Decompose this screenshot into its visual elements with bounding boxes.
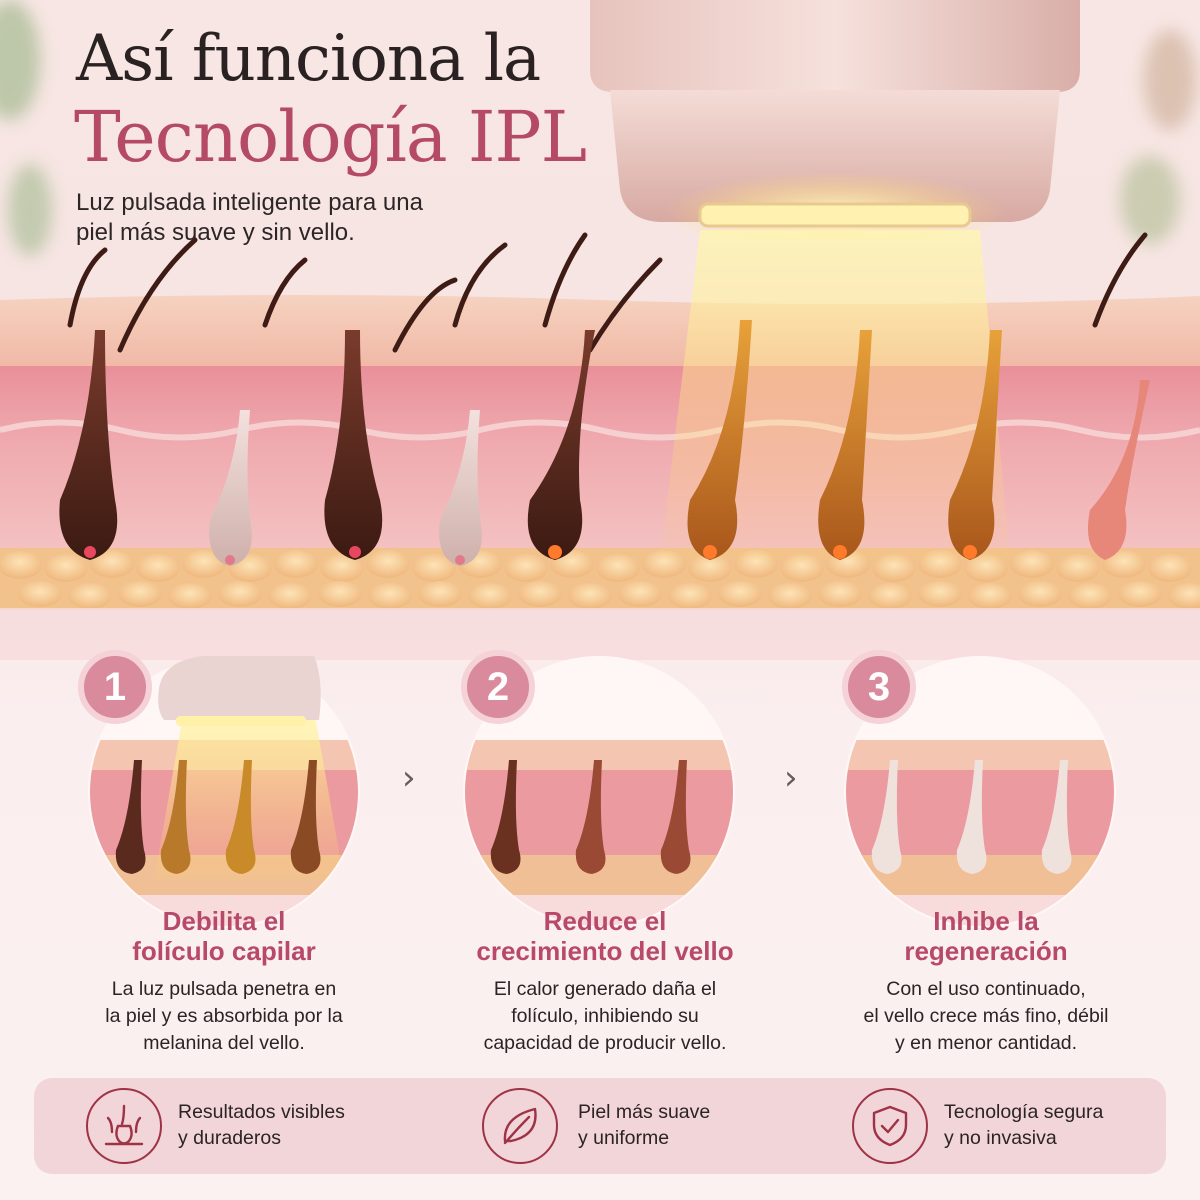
- skin-cross-section-illustration: [0, 230, 1200, 660]
- step-3-number-badge: 3: [842, 650, 916, 724]
- step-1: 1 Debilita el folículo capilar La luz pu…: [74, 640, 374, 1110]
- feature-2-icon-wrap: [482, 1088, 558, 1164]
- feature-1-line1: Resultados visibles: [178, 1101, 345, 1123]
- features-bar: Resultados visibles y duraderos Piel más…: [34, 1078, 1166, 1174]
- step-1-desc-line1: La luz pulsada penetra en: [111, 978, 337, 1000]
- feature-3-line2: y no invasiva: [944, 1127, 1057, 1149]
- step-2-title-line2: crecimiento del vello: [476, 936, 734, 966]
- step-2-desc-line1: El calor generado daña el: [493, 978, 717, 1000]
- step-3-desc-line1: Con el uso continuado,: [886, 978, 1086, 1000]
- step-3-title: Inhibe la regeneración: [826, 906, 1146, 966]
- step-3-title-line1: Inhibe la: [933, 906, 1039, 936]
- step-2-number-badge: 2: [461, 650, 535, 724]
- ipl-device-illustration: [590, 0, 1080, 240]
- step-1-number-badge: 1: [78, 650, 152, 724]
- step-2-title-line1: Reduce el: [543, 906, 667, 936]
- step-arrow-2: ›: [784, 758, 798, 798]
- step-1-illustration: [88, 656, 360, 928]
- step-2: 2 Reduce el crecimiento del vello El cal…: [455, 640, 755, 1110]
- feature-3-line1: Tecnología segura: [944, 1101, 1104, 1123]
- step-2-desc-line2: folículo, inhibiendo su: [511, 1005, 699, 1027]
- page-title-line1: Así funciona la: [76, 22, 541, 96]
- step-2-desc-line3: capacidad de producir vello.: [483, 1032, 727, 1054]
- step-2-title: Reduce el crecimiento del vello: [445, 906, 765, 966]
- shield-check-icon: [872, 1105, 908, 1147]
- feature-1-icon-wrap: [86, 1088, 162, 1164]
- step-3-description: Con el uso continuado, el vello crece má…: [826, 976, 1146, 1057]
- step-3-desc-line3: y en menor cantidad.: [894, 1032, 1078, 1054]
- subtitle-line1: Luz pulsada inteligente para una: [76, 189, 423, 216]
- feature-2-line1: Piel más suave: [578, 1101, 711, 1123]
- feature-2-text: Piel más suave y uniforme: [578, 1099, 710, 1151]
- background-decoration: [0, 0, 1196, 256]
- step-2-description: El calor generado daña el folículo, inhi…: [445, 976, 765, 1057]
- page-title-line2: Tecnología IPL: [74, 96, 587, 178]
- feature-1-text: Resultados visibles y duraderos: [178, 1099, 345, 1151]
- step-1-title-line2: folículo capilar: [132, 936, 316, 966]
- step-2-illustration: [463, 656, 735, 928]
- step-1-description: La luz pulsada penetra en la piel y es a…: [64, 976, 384, 1057]
- step-1-title: Debilita el folículo capilar: [64, 906, 384, 966]
- step-3-title-line2: regeneración: [904, 936, 1068, 966]
- feature-3-icon-wrap: [852, 1088, 928, 1164]
- step-1-title-line1: Debilita el: [162, 906, 286, 936]
- leaf-icon: [503, 1107, 537, 1145]
- step-1-desc-line3: melanina del vello.: [143, 1032, 305, 1054]
- step-3-desc-line2: el vello crece más fino, débil: [863, 1005, 1109, 1027]
- step-3: 3 Inhibe la regeneración Con el uso cont…: [836, 640, 1136, 1110]
- page-subtitle: Luz pulsada inteligente para una piel má…: [76, 188, 516, 248]
- step-arrow-1: ›: [402, 758, 416, 798]
- feature-3-text: Tecnología segura y no invasiva: [944, 1099, 1103, 1151]
- step-3-illustration: [844, 656, 1116, 928]
- subtitle-line2: piel más suave y sin vello.: [76, 219, 355, 246]
- feature-2-line2: y uniforme: [578, 1127, 670, 1149]
- feature-1-line2: y duraderos: [178, 1127, 281, 1149]
- step-1-desc-line2: la piel y es absorbida por la: [105, 1005, 343, 1027]
- hair-follicle-icon: [104, 1104, 144, 1146]
